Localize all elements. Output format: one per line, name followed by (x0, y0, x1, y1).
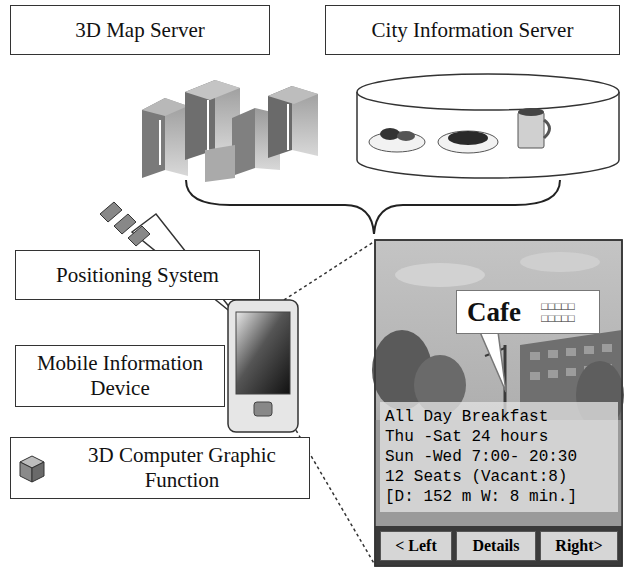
server-box: 3D Map Server (10, 5, 270, 55)
city-model (287, 104, 289, 150)
database-cylinder (448, 131, 488, 145)
city-model (142, 98, 188, 116)
component-box: Mobile Information Device (15, 345, 225, 407)
city-model (232, 108, 255, 176)
node-text: City Information Server (372, 18, 574, 43)
node-text: Mobile Information Device (24, 351, 216, 401)
screen-photo (584, 346, 594, 354)
screen-photo (548, 350, 558, 358)
soft-button: Details (456, 531, 536, 561)
node-text: Cafe (467, 297, 521, 328)
node-text: Details (472, 537, 519, 555)
screen-photo (530, 372, 540, 380)
mobile-device (254, 402, 272, 416)
screen-photo (548, 370, 558, 378)
positioning-beam (100, 202, 122, 222)
component-box: 3D Computer Graphic Function (10, 437, 310, 499)
mobile-device (228, 300, 298, 432)
screen-photo (602, 344, 612, 352)
screen-photo (375, 240, 622, 566)
database-cylinder (380, 128, 400, 140)
node-text: All Day Breakfast (385, 407, 548, 427)
node-text: □□□□□ □□□□□ (527, 300, 589, 324)
database-cylinder (438, 131, 498, 153)
city-model (185, 80, 240, 100)
shop-sign: Cafe□□□□□ □□□□□ (456, 290, 600, 334)
database-cylinder (357, 74, 619, 110)
positioning-beam (128, 226, 150, 246)
component-box: Positioning System (15, 250, 260, 300)
mobile-device (236, 312, 290, 394)
positioning-beam (114, 214, 136, 234)
screen-photo (520, 252, 600, 272)
city-model (142, 80, 318, 182)
node-text: [D: 152 m W: 8 min.] (385, 487, 577, 507)
cube-icon (32, 462, 44, 482)
screen-photo (375, 240, 622, 566)
city-model (268, 86, 318, 104)
screen-photo (395, 263, 485, 287)
info-panel: All Day BreakfastThu -Sat 24 hoursSun -W… (380, 402, 618, 512)
mobile-device (228, 300, 298, 432)
grouping-brace (186, 180, 560, 234)
screen-photo (480, 332, 506, 392)
node-text: 12 Seats (Vacant:8) (385, 467, 567, 487)
city-model (207, 100, 209, 150)
screen-photo (375, 526, 622, 566)
node-text: < Left (395, 537, 437, 555)
node-text: 3D Map Server (75, 18, 204, 43)
zoom-line (284, 241, 375, 300)
database-cylinder (544, 120, 550, 138)
database-cylinder (518, 108, 544, 116)
screen-photo (372, 240, 624, 566)
cube-icon (20, 462, 32, 482)
city-model (159, 120, 161, 165)
server-box: City Information Server (325, 5, 620, 55)
node-text: Thu -Sat 24 hours (385, 427, 548, 447)
node-text: Sun -Wed 7:00- 20:30 (385, 447, 577, 467)
cube-icon (20, 456, 44, 468)
node-text: 3D Computer Graphic Function (63, 443, 301, 493)
database-cylinder (397, 131, 415, 141)
cube-icon (20, 456, 44, 482)
screen-photo (566, 368, 576, 376)
database-cylinder (518, 112, 544, 148)
database-cylinder (357, 74, 619, 178)
node-text: Right> (555, 537, 602, 555)
node-text: Positioning System (56, 263, 219, 288)
screen-photo (530, 352, 540, 360)
screen-photo (566, 348, 576, 356)
city-model (205, 145, 235, 182)
soft-button: < Left (380, 531, 452, 561)
soft-button: Right> (540, 531, 618, 561)
